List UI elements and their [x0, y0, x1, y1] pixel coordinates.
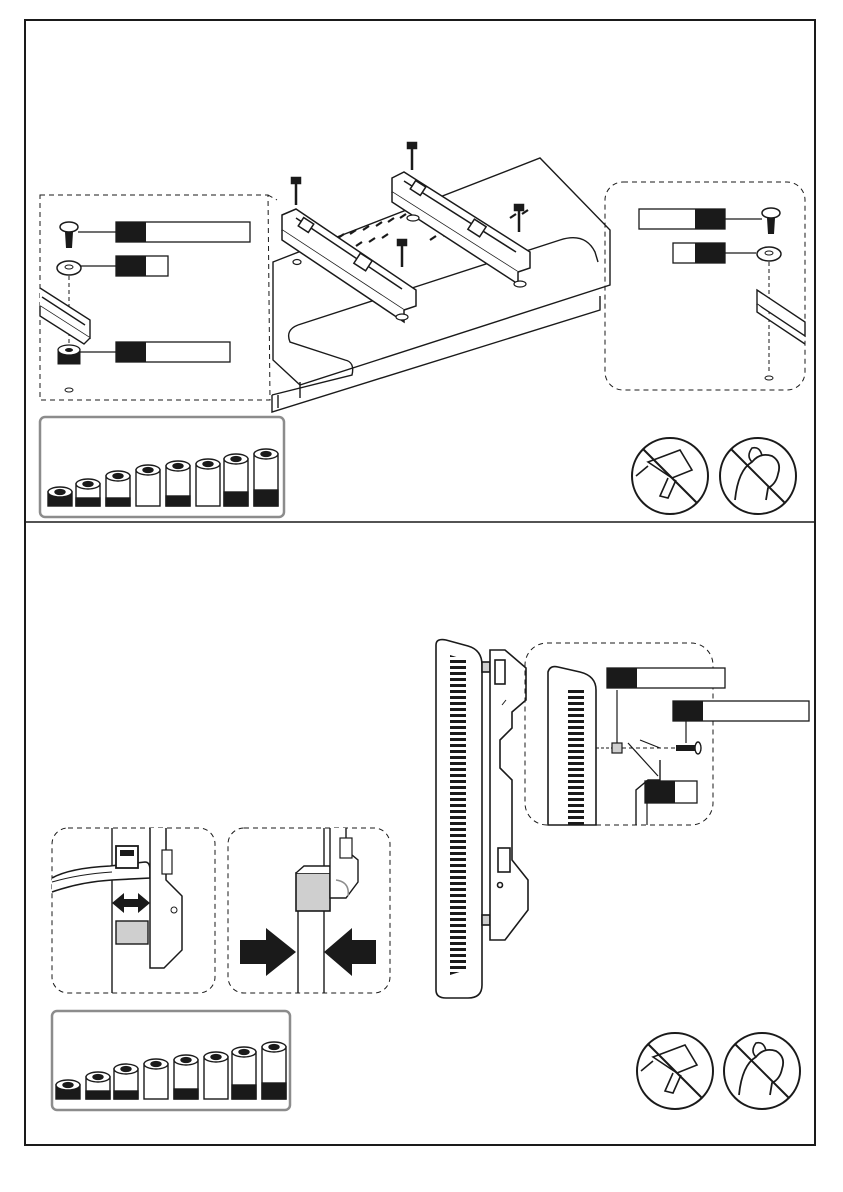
detail-spacer-clearance	[228, 828, 390, 993]
spacer-size-7	[224, 454, 248, 506]
spacer-size-4	[136, 465, 160, 506]
spacer-block	[296, 873, 330, 911]
hdmi-plug-icon	[116, 846, 138, 868]
double-arrow-icon	[112, 893, 150, 913]
spacer-size-8	[254, 449, 278, 506]
detail-cable-clearance	[52, 828, 215, 993]
washer-icon	[757, 247, 781, 261]
spacer-size-6	[196, 459, 220, 506]
no-power-drill-icon	[632, 438, 708, 514]
spacer-block	[116, 921, 148, 944]
screw-icon	[676, 742, 701, 754]
spacer-size-1	[56, 1080, 80, 1099]
spacer-size-8	[262, 1042, 286, 1099]
detail-callout-left	[40, 195, 277, 400]
spacer-size-1	[48, 487, 72, 506]
spacer-size-5	[174, 1055, 198, 1099]
spacer-size-chart	[40, 417, 284, 517]
spacer-size-2	[86, 1072, 110, 1099]
tv-side-profile	[436, 640, 528, 998]
washer-icon	[57, 261, 81, 275]
panel-1	[40, 143, 805, 517]
detail-callout-right	[605, 182, 805, 390]
spacer-size-chart	[52, 1011, 290, 1110]
spacer-size-2	[76, 479, 100, 506]
screw-icon	[60, 222, 78, 248]
wall-plate-profile	[150, 828, 182, 968]
spacer-size-3	[106, 471, 130, 506]
spacer-size-5	[166, 461, 190, 506]
bracket-fragment	[757, 290, 805, 344]
detail-spacer-screw	[525, 643, 809, 825]
bracket-fragment	[40, 288, 90, 344]
panel-2	[52, 640, 809, 1110]
spacer-icon	[58, 345, 80, 364]
spacer-size-6	[204, 1052, 228, 1099]
screw-icon	[762, 208, 780, 234]
spacer-size-7	[232, 1047, 256, 1099]
no-overtightening-icon	[724, 1033, 800, 1109]
spacer-size-4	[144, 1059, 168, 1099]
arrow-left-icon	[324, 928, 376, 976]
arrow-right-icon	[240, 928, 296, 976]
spacer-size-3	[114, 1064, 138, 1099]
no-power-drill-icon	[637, 1033, 713, 1109]
no-overtightening-icon	[720, 438, 796, 514]
